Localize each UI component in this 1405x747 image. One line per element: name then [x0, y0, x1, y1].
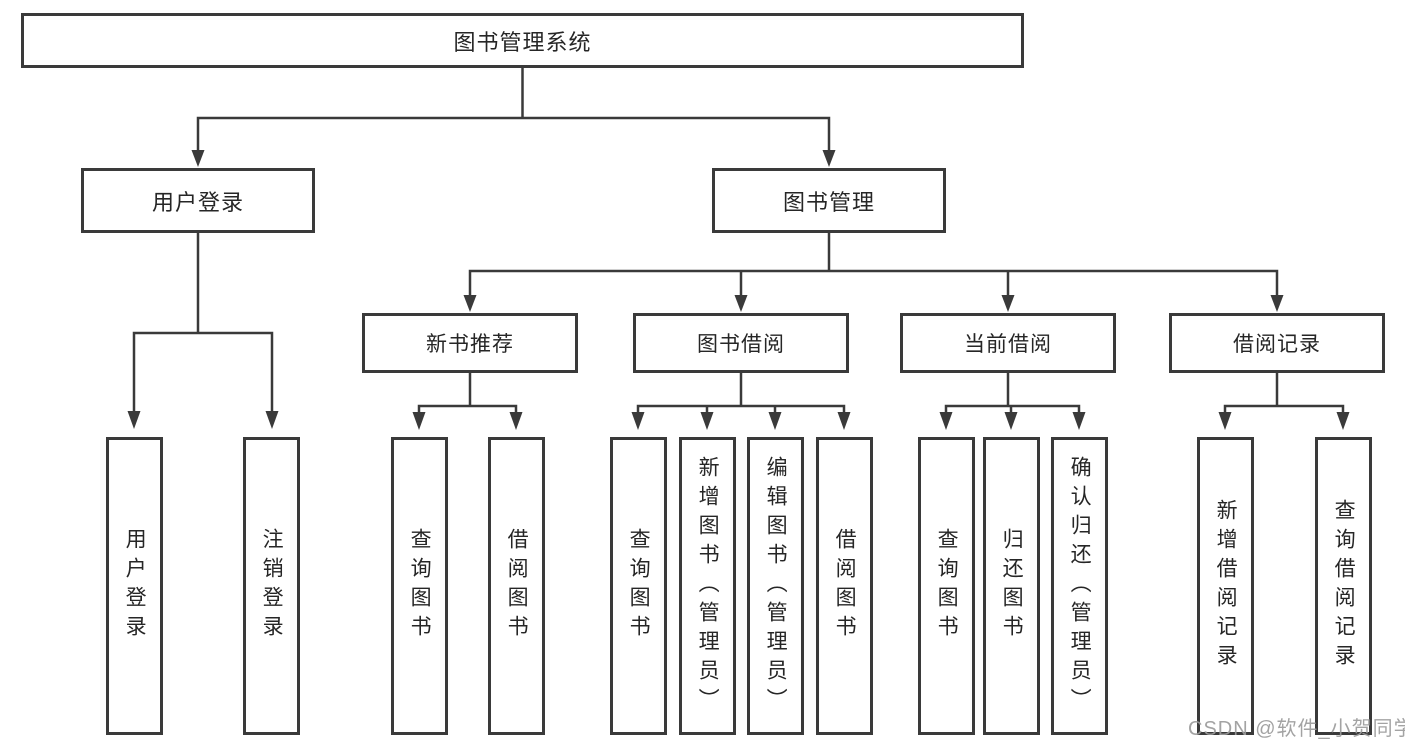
node-user-login: 用户登录	[81, 168, 315, 233]
leaf-return-books: 归还图书	[983, 437, 1040, 735]
node-label: 归还图书	[1000, 528, 1024, 644]
leaf-add-books-admin: 新增图书（管理员）	[679, 437, 736, 735]
node-label: 新增借阅记录	[1214, 499, 1238, 673]
leaf-query-borrow-record: 查询借阅记录	[1315, 437, 1372, 735]
node-borrowing-records: 借阅记录	[1169, 313, 1385, 373]
node-label: 当前借阅	[964, 333, 1052, 356]
node-label: 图书管理	[782, 189, 875, 215]
node-label: 编辑图书（管理员）	[764, 455, 788, 717]
node-label: 用户登录	[123, 528, 147, 644]
node-label: 图书借阅	[697, 333, 785, 356]
node-label: 借阅记录	[1233, 333, 1321, 356]
leaf-logout: 注销登录	[243, 437, 300, 735]
node-label: 新增图书（管理员）	[696, 455, 720, 717]
leaf-borrow-books: 借阅图书	[816, 437, 873, 735]
node-book-management: 图书管理	[712, 168, 946, 233]
csdn-watermark: CSDN @软件_小贺同学	[1188, 718, 1405, 740]
node-label: 查询借阅记录	[1332, 499, 1356, 673]
node-library-management-system: 图书管理系统	[21, 13, 1024, 68]
node-label: 借阅图书	[833, 528, 857, 644]
leaf-add-borrow-record: 新增借阅记录	[1197, 437, 1254, 735]
node-label: 查询图书	[935, 528, 959, 644]
node-label: 注销登录	[260, 528, 284, 644]
leaf-user-login: 用户登录	[106, 437, 163, 735]
node-label: 图书管理系统	[453, 29, 592, 55]
node-new-book-recommendation: 新书推荐	[362, 313, 578, 373]
leaf-borrow-books-recommend: 借阅图书	[488, 437, 545, 735]
leaf-query-books-current: 查询图书	[918, 437, 975, 735]
node-label: 用户登录	[151, 189, 244, 215]
leaf-edit-books-admin: 编辑图书（管理员）	[747, 437, 804, 735]
arrowheads	[127, 150, 1350, 430]
leaf-query-books-recommend: 查询图书	[391, 437, 448, 735]
node-label: 借阅图书	[505, 528, 529, 644]
node-current-borrowing: 当前借阅	[900, 313, 1116, 373]
leaf-confirm-return-admin: 确认归还（管理员）	[1051, 437, 1108, 735]
node-label: 新书推荐	[426, 333, 514, 356]
node-label: 查询图书	[408, 528, 432, 644]
node-book-borrowing: 图书借阅	[633, 313, 849, 373]
leaf-query-books-borrow: 查询图书	[610, 437, 667, 735]
node-label: 确认归还（管理员）	[1068, 455, 1092, 717]
node-label: 查询图书	[627, 528, 651, 644]
